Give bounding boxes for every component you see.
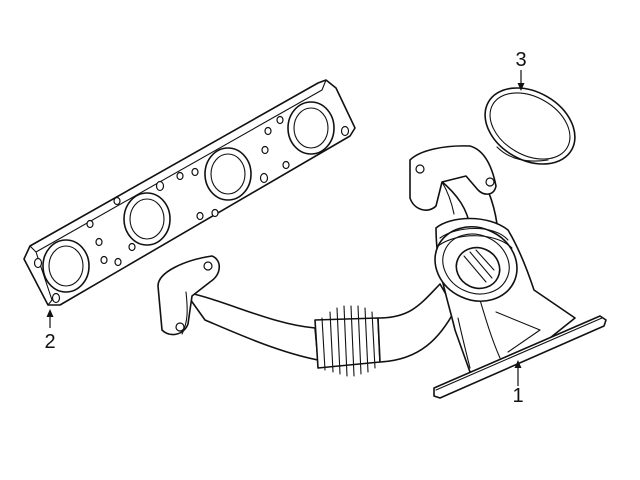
manifold-gasket[interactable] xyxy=(23,79,356,306)
outlet-cone xyxy=(434,226,518,302)
gasket-port-3 xyxy=(204,147,252,201)
callout-1-label: 1 xyxy=(512,385,523,407)
gasket-plate xyxy=(23,79,356,306)
flex-bellows xyxy=(314,305,381,377)
runner-pipe-right xyxy=(377,283,456,363)
upper-flange xyxy=(409,145,497,211)
callout-2-label: 2 xyxy=(44,331,55,353)
gasket-bolt-holes xyxy=(33,115,350,304)
gasket-port-2 xyxy=(123,192,171,246)
upper-flange-bolt-right xyxy=(485,177,495,187)
exhaust-manifold[interactable] xyxy=(157,145,607,399)
upper-flange-bolt-left xyxy=(415,164,425,174)
seal-ring[interactable] xyxy=(471,73,588,180)
callout-3-label: 3 xyxy=(515,49,526,71)
gasket-port-1 xyxy=(42,239,90,293)
left-flange xyxy=(157,255,221,336)
callout-1: 1 xyxy=(512,360,524,407)
left-flange-bolt-bottom xyxy=(175,322,185,332)
left-flange-bolt-top xyxy=(203,261,213,271)
callout-3: 3 xyxy=(515,49,527,91)
gasket-port-4 xyxy=(287,101,335,155)
runner-pipe-left xyxy=(184,291,319,361)
gasket-plate-edge xyxy=(29,79,327,306)
callout-2: 2 xyxy=(44,309,56,353)
base-flange xyxy=(433,315,607,399)
